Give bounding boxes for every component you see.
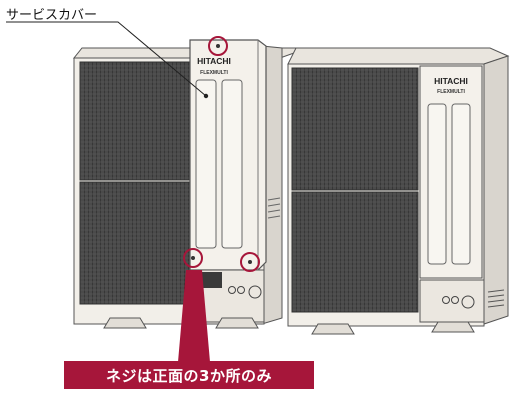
screw-note-box: ネジは正面の3か所のみ	[64, 361, 314, 389]
right-port-3	[461, 295, 475, 309]
right-port-1	[442, 296, 450, 304]
screw-bottom-right	[248, 260, 252, 264]
service-cover-slot-left	[195, 79, 217, 249]
right-side-louvers	[487, 289, 505, 308]
right-lower-grille	[291, 191, 419, 313]
service-cover	[189, 39, 267, 271]
service-cover-label: サービスカバー	[6, 8, 98, 23]
right-port-2	[451, 296, 459, 304]
screw-highlights	[183, 36, 260, 272]
right-unit-side	[483, 55, 509, 325]
left-foot-2	[215, 317, 259, 329]
screw-top	[216, 44, 220, 48]
left-model-logo: FLEXMULTI	[200, 70, 228, 76]
leader-dot	[203, 93, 209, 99]
right-cover-slot-right	[451, 103, 471, 265]
screw-note-text: ネジは正面の3か所のみ	[106, 366, 272, 385]
screw-bottom-left	[191, 256, 195, 260]
left-upper-grille	[79, 61, 193, 181]
left-outdoor-unit: HITACHI FLEXMULTI	[72, 39, 309, 329]
right-unit-top	[287, 47, 510, 65]
left-port-2	[237, 286, 245, 294]
left-brand-logo: HITACHI	[197, 56, 231, 66]
right-foot-1	[311, 323, 355, 335]
right-upper-grille	[291, 67, 419, 191]
left-port-3	[248, 285, 262, 299]
screw-highlight-bottom-right	[240, 252, 260, 272]
right-model-logo: FLEXMULTI	[437, 89, 465, 95]
left-side-louvers	[267, 197, 281, 219]
screw-highlight-bottom-left	[183, 248, 203, 268]
left-lower-grille	[79, 181, 193, 305]
screw-highlight-top	[208, 36, 228, 56]
right-outdoor-unit: HITACHI FLEXMULTI	[287, 47, 510, 335]
left-foot-1	[103, 317, 147, 329]
right-cover-slot-left	[427, 103, 447, 265]
service-cover-slot-right	[221, 79, 243, 249]
service-cover-leader-line	[6, 21, 207, 97]
left-port-1	[228, 286, 236, 294]
right-brand-logo: HITACHI	[434, 76, 468, 86]
note-pointer	[178, 270, 210, 362]
right-foot-2	[431, 321, 475, 333]
